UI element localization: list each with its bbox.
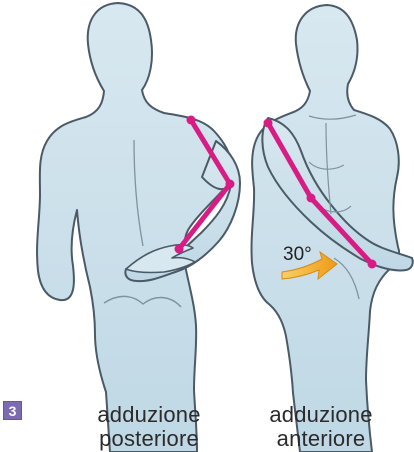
posterior-elbow-joint [226, 180, 235, 189]
posterior-caption-line2: posteriore [74, 427, 224, 451]
anterior-caption: adduzione anteriore [246, 403, 396, 451]
posterior-shoulder-joint [187, 116, 196, 125]
anterior-caption-line1: adduzione [246, 403, 396, 427]
posterior-torso [37, 3, 232, 452]
posterior-caption: adduzione posteriore [74, 403, 224, 451]
angle-label: 30° [283, 245, 312, 265]
posterior-wrist-joint [175, 245, 184, 254]
figure-number-badge: 3 [3, 401, 22, 420]
anterior-elbow-joint [307, 194, 316, 203]
anterior-body-figure [252, 5, 413, 452]
anterior-shoulder-joint [264, 119, 273, 128]
anterior-caption-line2: anteriore [246, 427, 396, 451]
anterior-wrist-joint [368, 260, 377, 269]
posterior-body-figure [37, 3, 240, 452]
posterior-caption-line1: adduzione [74, 403, 224, 427]
